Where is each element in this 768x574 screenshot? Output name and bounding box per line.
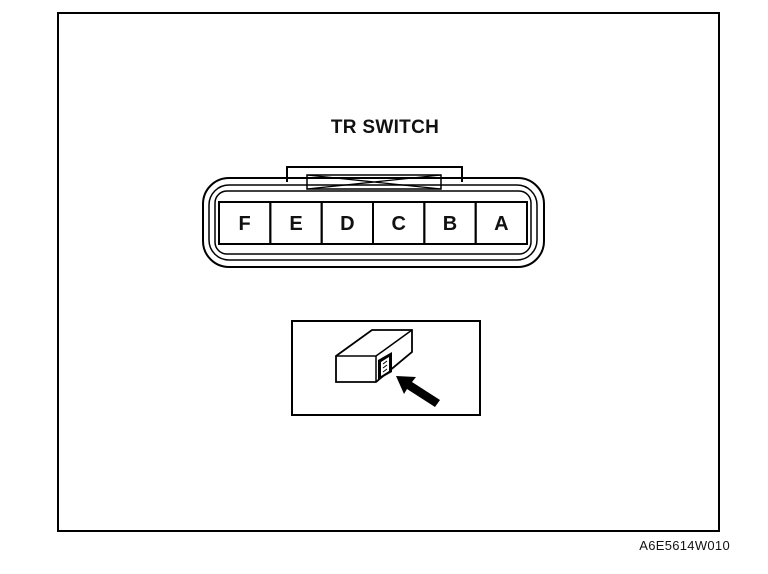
terminal-label: D (340, 213, 354, 235)
diagram-frame (57, 12, 720, 532)
terminal-label: A (494, 213, 508, 235)
terminal-label: E (289, 213, 302, 235)
connector-title: TR SWITCH (330, 117, 440, 138)
view-direction-inset (291, 320, 481, 416)
terminal-label: B (443, 213, 457, 235)
terminal-a: A (474, 201, 528, 245)
connector-view-arrow-icon (335, 329, 440, 407)
document-code: A6E5614W010 (639, 538, 730, 553)
terminal-label: F (239, 213, 251, 235)
terminal-label: C (391, 213, 405, 235)
